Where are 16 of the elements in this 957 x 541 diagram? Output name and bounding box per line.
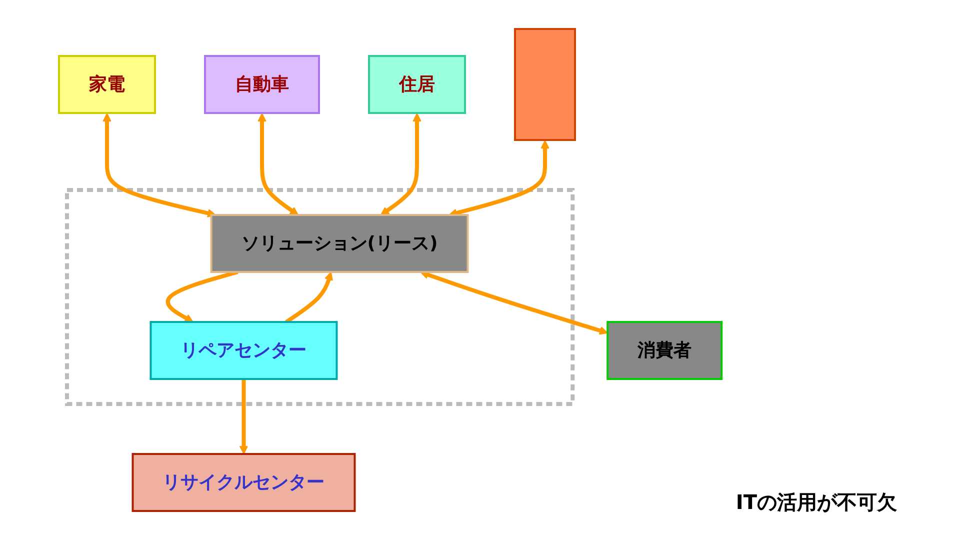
node-box: 自動車 [204, 55, 320, 114]
arrow [239, 379, 248, 454]
node-box: リサイクルセンター [131, 452, 356, 512]
node-box: 消費者 [606, 321, 722, 380]
arrow [380, 113, 422, 216]
node-box: ソリューション(リース) [210, 214, 468, 273]
node-bar [514, 28, 576, 141]
arrow [102, 113, 216, 218]
arrow [257, 113, 298, 216]
node-box: リペアセンター [149, 321, 338, 380]
arrow [166, 270, 238, 322]
cluster [64, 188, 574, 406]
arrow [420, 270, 608, 335]
arrow [284, 272, 333, 324]
node-box: 家電 [58, 55, 156, 114]
note-text: ITの活用が不可欠 [736, 489, 897, 516]
